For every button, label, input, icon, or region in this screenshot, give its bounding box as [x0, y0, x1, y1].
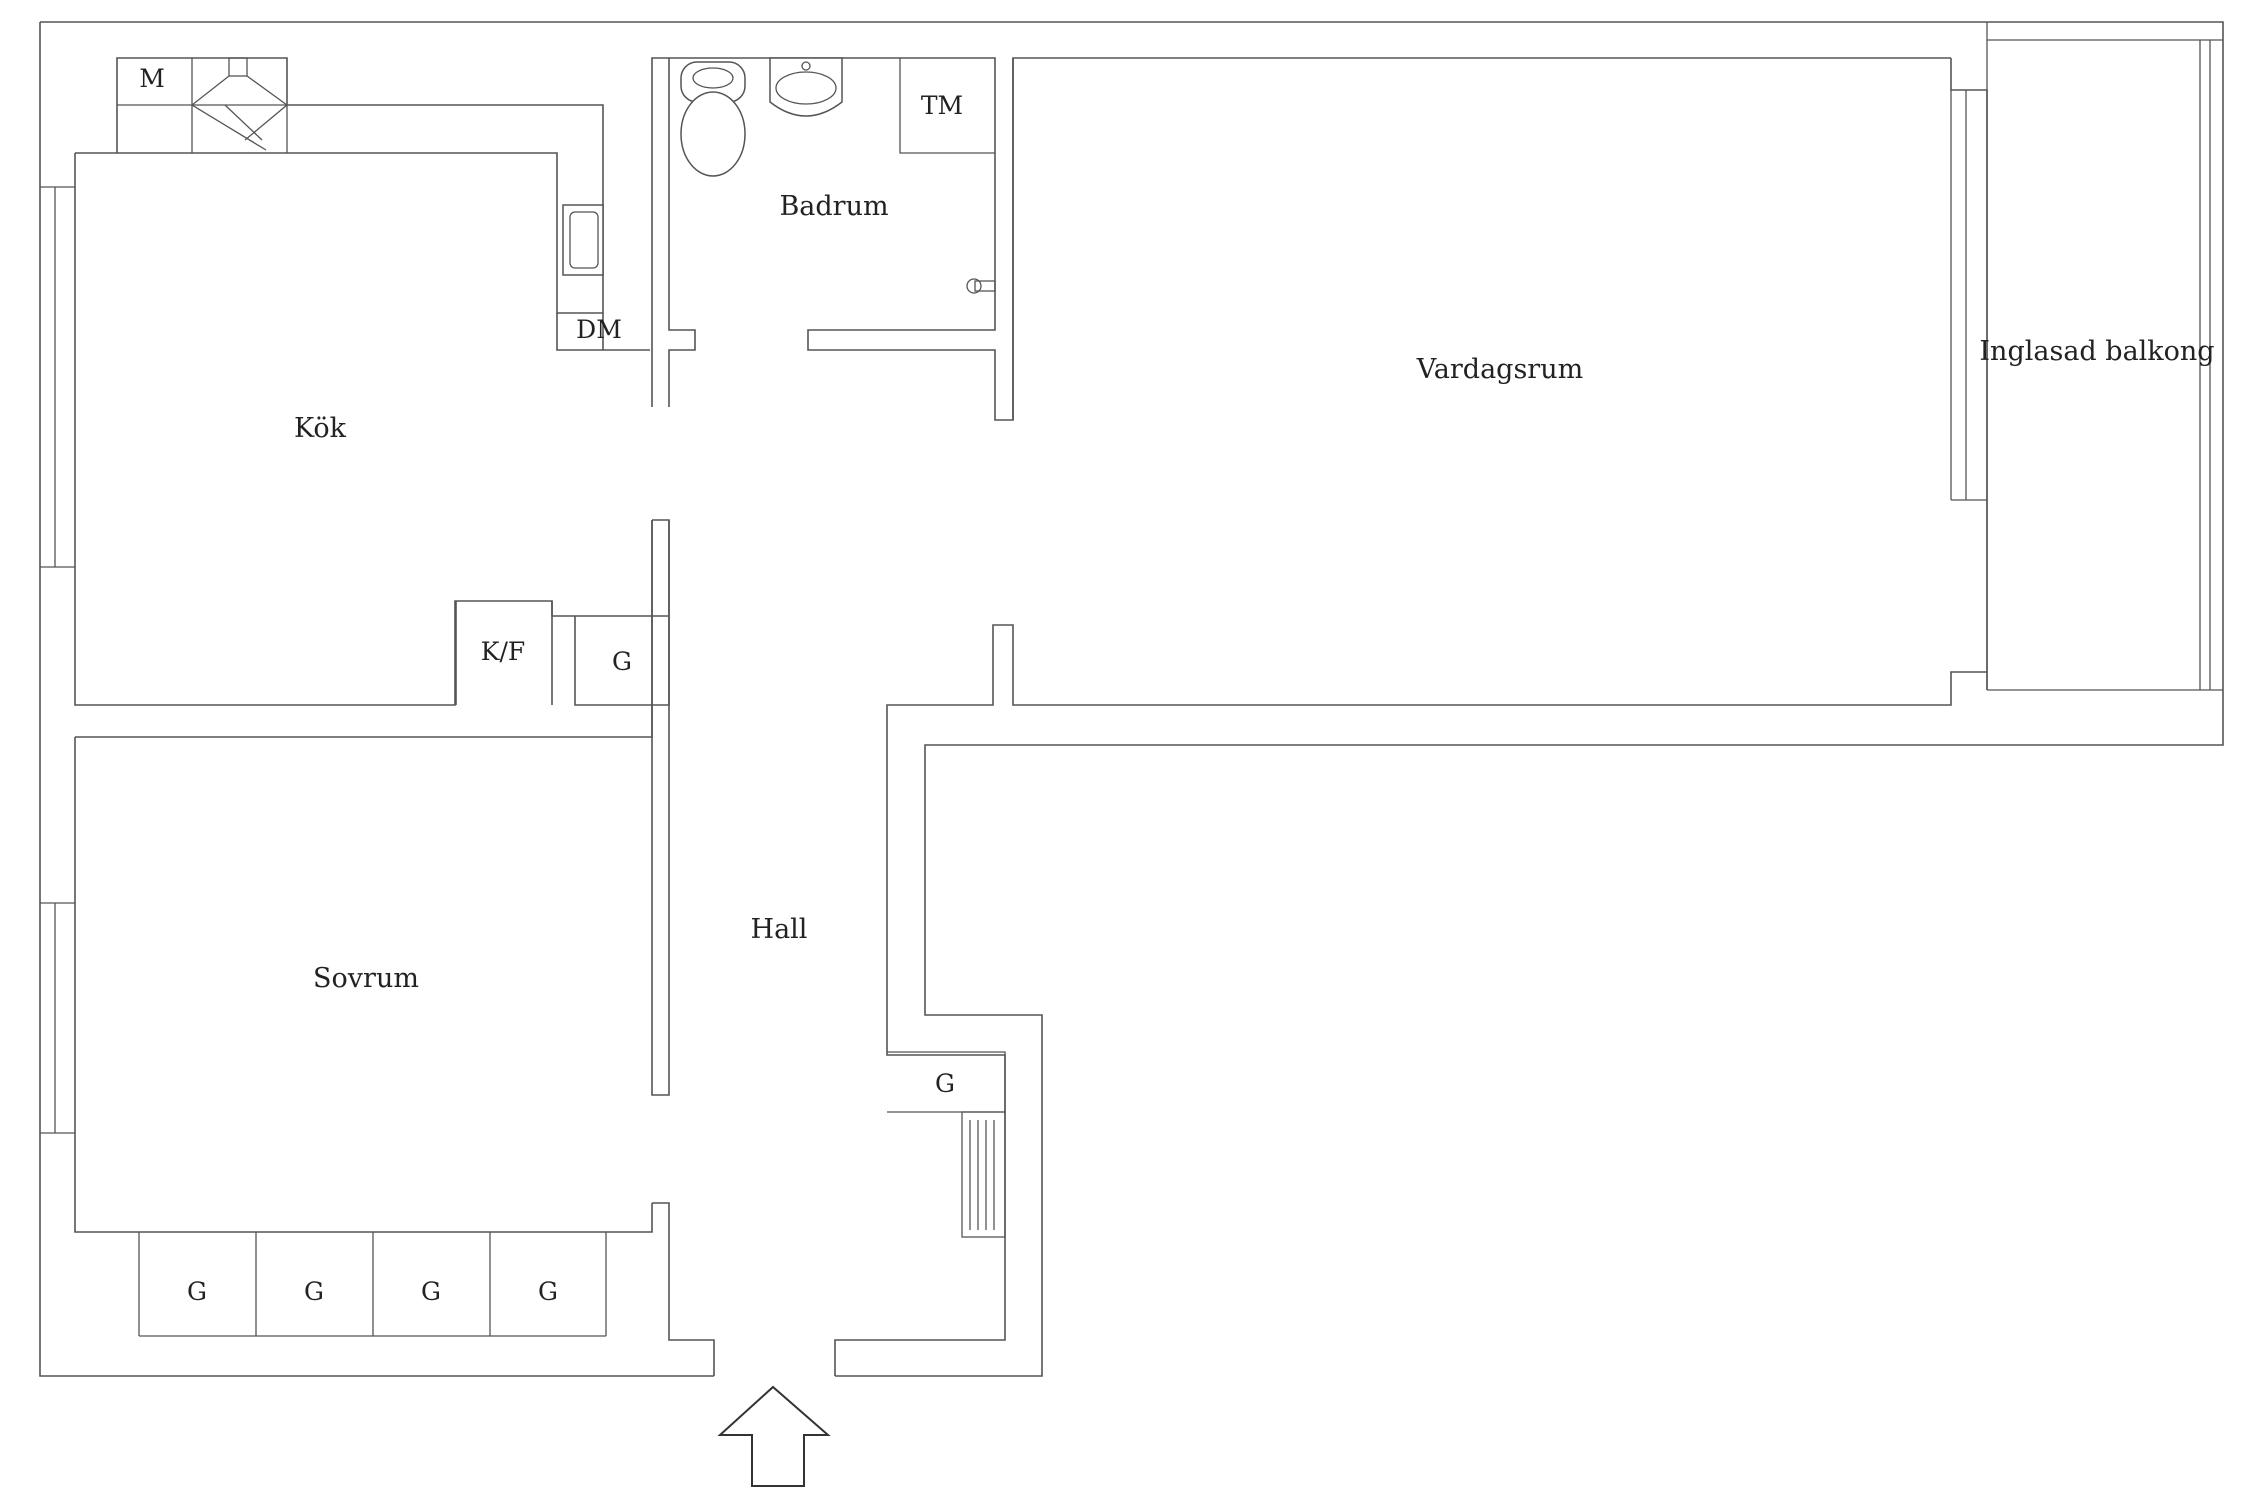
radiator-icon — [961, 1111, 1006, 1238]
label-wardrobe-kitchen: G — [612, 647, 632, 676]
room-label-bedroom: Sovrum — [313, 963, 419, 994]
label-dishwasher: DM — [576, 315, 622, 344]
hall-wardrobe — [887, 1051, 1006, 1113]
label-wardrobe-bedroom-3: G — [421, 1277, 441, 1306]
shower-icon — [966, 278, 996, 294]
room-label-hall: Hall — [751, 914, 808, 945]
label-wardrobe-hall: G — [935, 1069, 955, 1098]
bedroom-walls — [74, 520, 653, 1337]
exterior-walls — [39, 21, 2224, 1377]
washbasin-icon — [769, 57, 843, 117]
bathroom-walls — [651, 57, 1951, 421]
label-fridge-freezer: K/F — [481, 637, 525, 666]
label-washing-machine: TM — [921, 91, 963, 120]
room-label-bathroom: Badrum — [779, 191, 888, 222]
label-wardrobe-bedroom-1: G — [187, 1277, 207, 1306]
windows-left — [40, 186, 75, 1134]
entrance-arrow-icon — [717, 1385, 831, 1487]
label-wardrobe-bedroom-2: G — [304, 1277, 324, 1306]
hall-walls — [651, 520, 670, 1096]
label-microwave: M — [139, 64, 165, 93]
kitchen-sink-icon — [562, 204, 604, 276]
room-label-kitchen: Kök — [294, 413, 347, 444]
room-label-balcony: Inglasad balkong — [1979, 336, 2214, 367]
room-label-living-room: Vardagsrum — [1416, 354, 1583, 385]
hood-icon — [190, 57, 289, 151]
kitchen-walls — [74, 57, 670, 706]
balcony-walls — [1986, 22, 2223, 691]
toilet-icon — [680, 61, 746, 177]
label-wardrobe-bedroom-4: G — [538, 1277, 558, 1306]
